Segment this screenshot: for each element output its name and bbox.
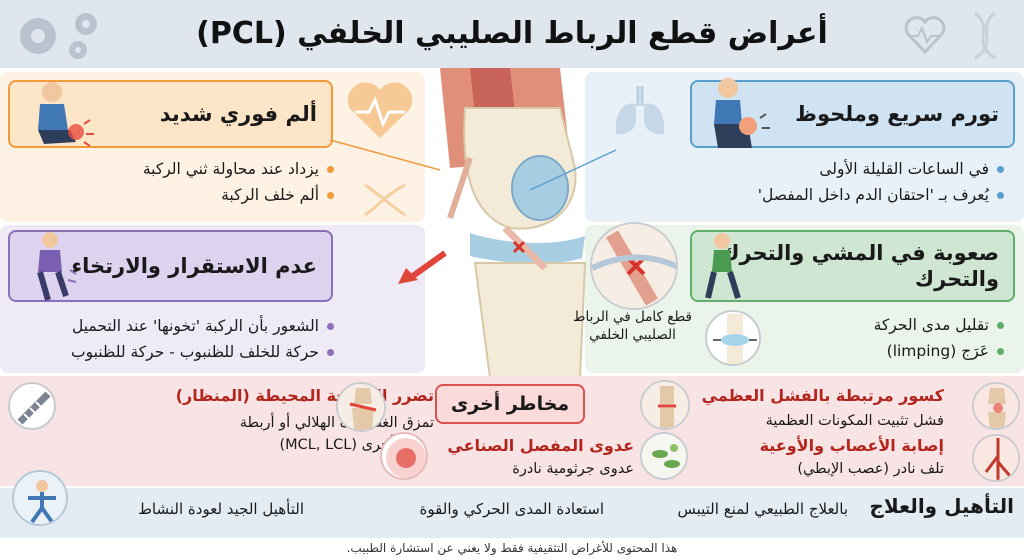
fracture-line1: فشل تثبيت المكونات العظمية <box>765 413 944 429</box>
page-title: أعراض قطع الرباط الصليبي الخلفي (PCL) <box>196 16 828 51</box>
tissue-line1: تمزق الغضروف الهلالي أو أربطة <box>239 415 434 431</box>
pain-heading: ألم فوري شديد <box>159 102 317 126</box>
footer-disclaimer: هذا المحتوى للأغراض التثقيفية فقط ولا يغ… <box>346 541 678 555</box>
tear-caption: قطع كامل في الرباط الصليبي الخلفي <box>573 309 692 343</box>
header-bar <box>0 0 1024 68</box>
rehab-exercise-icon <box>12 470 68 526</box>
rehab-item-3: التأهيل الجيد لعودة النشاط <box>138 500 304 518</box>
gears-icon <box>20 13 97 59</box>
knee-joint-icon <box>705 310 761 366</box>
nerve-vessel-icon <box>972 434 1020 482</box>
screw-icon <box>8 382 56 430</box>
rehab-item-2: استعادة المدى الحركي والقوة <box>419 500 604 518</box>
instability-heading: عدم الاستقرار والارتخاء <box>71 254 317 278</box>
rehab-item-1: بالعلاج الطبيعي لمنع التيبس <box>677 500 848 518</box>
walking-bullets: تقليل مدى الحركة عَرَج (limping) <box>874 312 1004 364</box>
list-item: في الساعات القليلة الأولى <box>758 156 1004 182</box>
nerve-title: إصابة الأعصاب والأوعية <box>759 436 944 455</box>
heart-dna-icon <box>904 11 996 60</box>
list-item: يُعرف بـ 'احتقان الدم داخل المفصل' <box>758 182 1004 208</box>
list-item: حركة للخلف للظنبوب - حركة للظنبوب <box>71 339 334 365</box>
list-item: تقليل مدى الحركة <box>874 312 1004 338</box>
walking-heading-line1: صعوبة في المشي والتحرك <box>720 241 999 265</box>
tissue-line2: أخرى (MCL, LCL) <box>279 437 395 453</box>
other-risks-heading: مخاطر أخرى <box>435 384 585 424</box>
knee-swelling-person-icon <box>714 78 770 148</box>
unstable-person-icon <box>37 232 77 301</box>
knee-pain-person-icon <box>38 82 94 147</box>
list-item: ألم خلف الركبة <box>143 182 334 208</box>
arrow-icon <box>398 250 447 284</box>
ligament-tear-icon <box>590 222 678 310</box>
walking-heading-box: صعوبة في المشي والتحرك والتحرك <box>690 230 1015 302</box>
knee-anatomy-illustration <box>440 68 587 378</box>
heart-pulse-icon <box>347 82 413 138</box>
nerve-line1: تلف نادر (عصب الإبطي) <box>797 461 944 477</box>
infection-title: عدوى المفصل الصناعي <box>447 436 634 455</box>
list-item: الشعور بأن الركبة 'تخونها' عند التحميل <box>71 313 334 339</box>
list-item: يزداد عند محاولة ثني الركبة <box>143 156 334 182</box>
swelling-bullets: في الساعات القليلة الأولى يُعرف بـ 'احتق… <box>758 156 1004 208</box>
rehab-bar <box>0 488 1024 538</box>
list-item: عَرَج (limping) <box>874 338 1004 364</box>
swelling-heading: تورم سريع وملحوظ <box>795 102 999 126</box>
knee-bone-icon <box>972 382 1020 430</box>
instability-bullets: الشعور بأن الركبة 'تخونها' عند التحميل ح… <box>71 313 334 365</box>
rehab-heading: التأهيل والعلاج <box>869 494 1014 518</box>
joint-infection-icon <box>380 432 428 480</box>
dna-icon <box>364 183 406 217</box>
bacteria-icon <box>640 432 688 480</box>
limping-person-icon <box>705 233 741 299</box>
pain-bullets: يزداد عند محاولة ثني الركبة ألم خلف الرك… <box>143 156 334 208</box>
walking-heading-line2: والتحرك <box>914 267 999 291</box>
fracture-icon <box>640 380 690 430</box>
swelling-heading-box: تورم سريع وملحوظ <box>690 80 1015 148</box>
knee-implant-icon <box>336 382 386 432</box>
tissue-title: تضرر الأنسجة المحيطة (المنظار) <box>175 386 434 405</box>
lungs-icon <box>615 86 665 135</box>
connector-lines <box>330 139 617 191</box>
infection-line1: عدوى جرثومية نادرة <box>512 461 634 477</box>
fracture-title: كسور مرتبطة بالفشل العظمي <box>701 386 944 405</box>
